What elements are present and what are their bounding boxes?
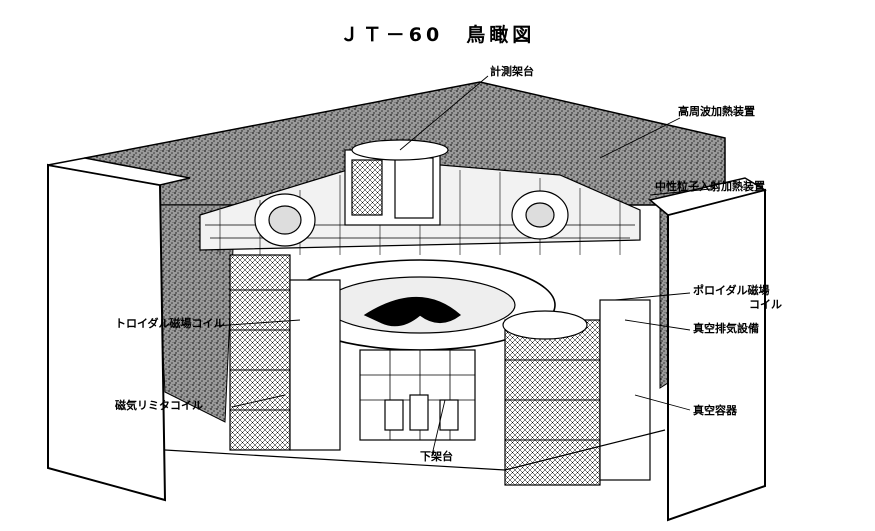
label-vacuum-vessel: 真空容器 bbox=[693, 404, 737, 417]
leader-lines bbox=[214, 75, 721, 456]
label-lower-rack: 下架台 bbox=[420, 450, 453, 463]
label-poloidal-coil-1: ポロイダル磁場 bbox=[693, 284, 770, 297]
right-outer-wall bbox=[667, 188, 766, 522]
machinery bbox=[164, 139, 666, 486]
label-poloidal-coil-2: コイル bbox=[749, 298, 782, 311]
label-toroidal-coil: トロイダル磁場コイル bbox=[115, 317, 225, 330]
label-measurement-rack: 計測架台 bbox=[490, 65, 534, 78]
label-rf-heating: 高周波加熱装置 bbox=[678, 105, 755, 118]
label-nbi-heating: 中性粒子入射加熱装置 bbox=[655, 180, 765, 193]
label-limiter-coil: 磁気リミタコイル bbox=[115, 399, 203, 412]
diagram-title: ＪＴ－60 鳥瞰図 bbox=[339, 24, 536, 46]
label-vacuum-pump: 真空排気設備 bbox=[693, 322, 759, 335]
left-outer-wall bbox=[47, 163, 167, 502]
